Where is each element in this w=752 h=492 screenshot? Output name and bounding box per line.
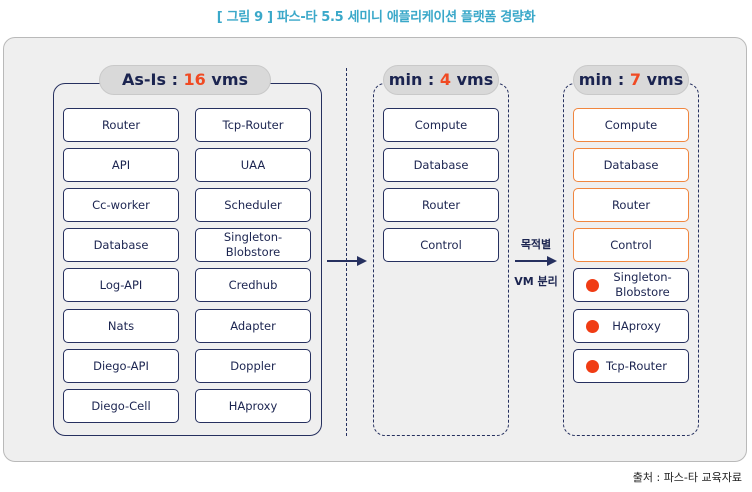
min7-header: min : 7 vms: [573, 65, 689, 95]
asis-label: As-Is :: [121, 70, 184, 89]
new-vm-marker-icon: [586, 278, 599, 292]
min7-item-database: Database: [573, 148, 689, 182]
asis-item-diego-api: Diego-API: [63, 349, 179, 383]
asis-count: 16: [183, 70, 206, 89]
min4-label: min :: [388, 70, 440, 89]
asis-item-doppler: Doppler: [195, 349, 311, 383]
min7-count: 7: [629, 70, 642, 89]
min4-item-router: Router: [383, 188, 499, 222]
min7-item-label: Singleton-Blobstore: [613, 270, 672, 299]
asis-item-cc-worker: Cc-worker: [63, 188, 179, 222]
new-vm-marker-icon: [586, 359, 599, 373]
min7-item-singleton-blobstore: Singleton-Blobstore: [573, 268, 689, 302]
section-separator: [346, 68, 347, 436]
asis-item-adapter: Adapter: [195, 309, 311, 343]
min4-count: 4: [439, 70, 452, 89]
source-caption: 출처 : 파스-타 교육자료: [632, 471, 742, 484]
min4-item-database: Database: [383, 148, 499, 182]
asis-item-tcp-router: Tcp-Router: [195, 108, 311, 142]
min7-item-label: Tcp-Router: [606, 358, 667, 373]
min4-item-control: Control: [383, 228, 499, 262]
arrow-1-icon: [327, 256, 367, 266]
asis-item-singleton-blobstore: Singleton-Blobstore: [195, 228, 311, 262]
arrow-2-label-vm-split: VM 분리: [514, 275, 558, 288]
min7-item-tcp-router: Tcp-Router: [573, 349, 689, 383]
min7-label: min :: [578, 70, 630, 89]
min7-item-label: HAproxy: [612, 318, 661, 333]
min4-header: min : 4 vms: [383, 65, 499, 95]
min7-item-control: Control: [573, 228, 689, 262]
arrow-2-label-purpose: 목적별: [520, 238, 552, 251]
asis-item-nats: Nats: [63, 309, 179, 343]
new-vm-marker-icon: [586, 319, 599, 333]
asis-item-diego-cell: Diego-Cell: [63, 389, 179, 423]
arrow-2-icon: [515, 256, 557, 266]
min7-unit: vms: [641, 70, 684, 89]
asis-item-credhub: Credhub: [195, 268, 311, 302]
min4-item-compute: Compute: [383, 108, 499, 142]
asis-item-database: Database: [63, 228, 179, 262]
asis-item-uaa: UAA: [195, 148, 311, 182]
asis-unit: vms: [205, 70, 249, 89]
asis-item-scheduler: Scheduler: [195, 188, 311, 222]
asis-item-router: Router: [63, 108, 179, 142]
asis-header: As-Is : 16 vms: [99, 65, 271, 95]
asis-item-haproxy: HAproxy: [195, 389, 311, 423]
min4-unit: vms: [451, 70, 494, 89]
figure-title: [ 그림 9 ] 파스-타 5.5 세미니 애플리케이션 플랫폼 경량화: [216, 10, 536, 25]
min7-item-compute: Compute: [573, 108, 689, 142]
min7-item-haproxy: HAproxy: [573, 309, 689, 343]
asis-item-api: API: [63, 148, 179, 182]
min7-item-router: Router: [573, 188, 689, 222]
asis-item-log-api: Log-API: [63, 268, 179, 302]
